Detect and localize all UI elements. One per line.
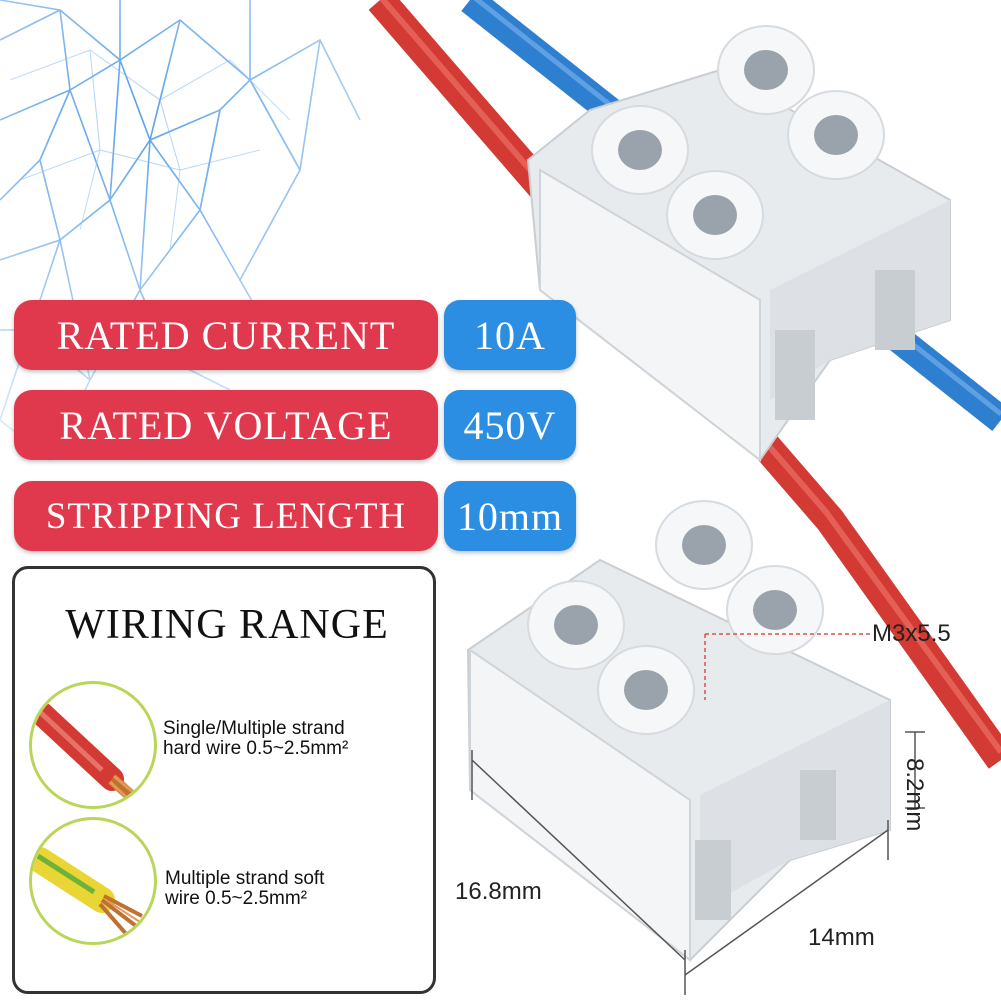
yellow-wire-icon bbox=[29, 817, 157, 945]
spec-label-rated-current: RATED CURRENT bbox=[14, 300, 438, 370]
top-connector bbox=[526, 25, 951, 463]
red-wire-icon bbox=[29, 681, 157, 809]
spec-value-stripping-length: 10mm bbox=[444, 481, 576, 551]
wire-desc-hard-line1: Single/Multiple strand bbox=[163, 718, 345, 739]
spec-value-rated-voltage: 450V bbox=[444, 390, 576, 460]
dimension-lines bbox=[471, 633, 925, 995]
width-dimension-label: 14mm bbox=[808, 924, 875, 951]
wire-desc-soft-line2: wire 0.5~2.5mm² bbox=[165, 888, 308, 909]
wire-desc-hard: Single/Multiple strand hard wire 0.5~2.5… bbox=[163, 719, 433, 759]
spec-label-rated-voltage: RATED VOLTAGE bbox=[14, 390, 438, 460]
wire-desc-soft-line1: Multiple strand soft bbox=[165, 868, 325, 889]
spec-value-rated-current: 10A bbox=[444, 300, 576, 370]
wiring-range-panel: WIRING RANGE Single/Multiple strand hard… bbox=[12, 566, 436, 994]
wiring-range-title: WIRING RANGE bbox=[65, 602, 389, 648]
spec-label-stripping-length: STRIPPING LENGTH bbox=[14, 481, 438, 551]
bottom-connector bbox=[466, 500, 891, 963]
network-mesh-background bbox=[0, 0, 560, 560]
wire-desc-hard-line2: hard wire 0.5~2.5mm² bbox=[163, 738, 349, 759]
screw-size-label: M3x5.5 bbox=[872, 620, 951, 647]
height-dimension-label: 8.2mm bbox=[901, 758, 928, 832]
wire-desc-soft: Multiple strand soft wire 0.5~2.5mm² bbox=[165, 869, 435, 909]
length-dimension-label: 16.8mm bbox=[455, 878, 542, 905]
